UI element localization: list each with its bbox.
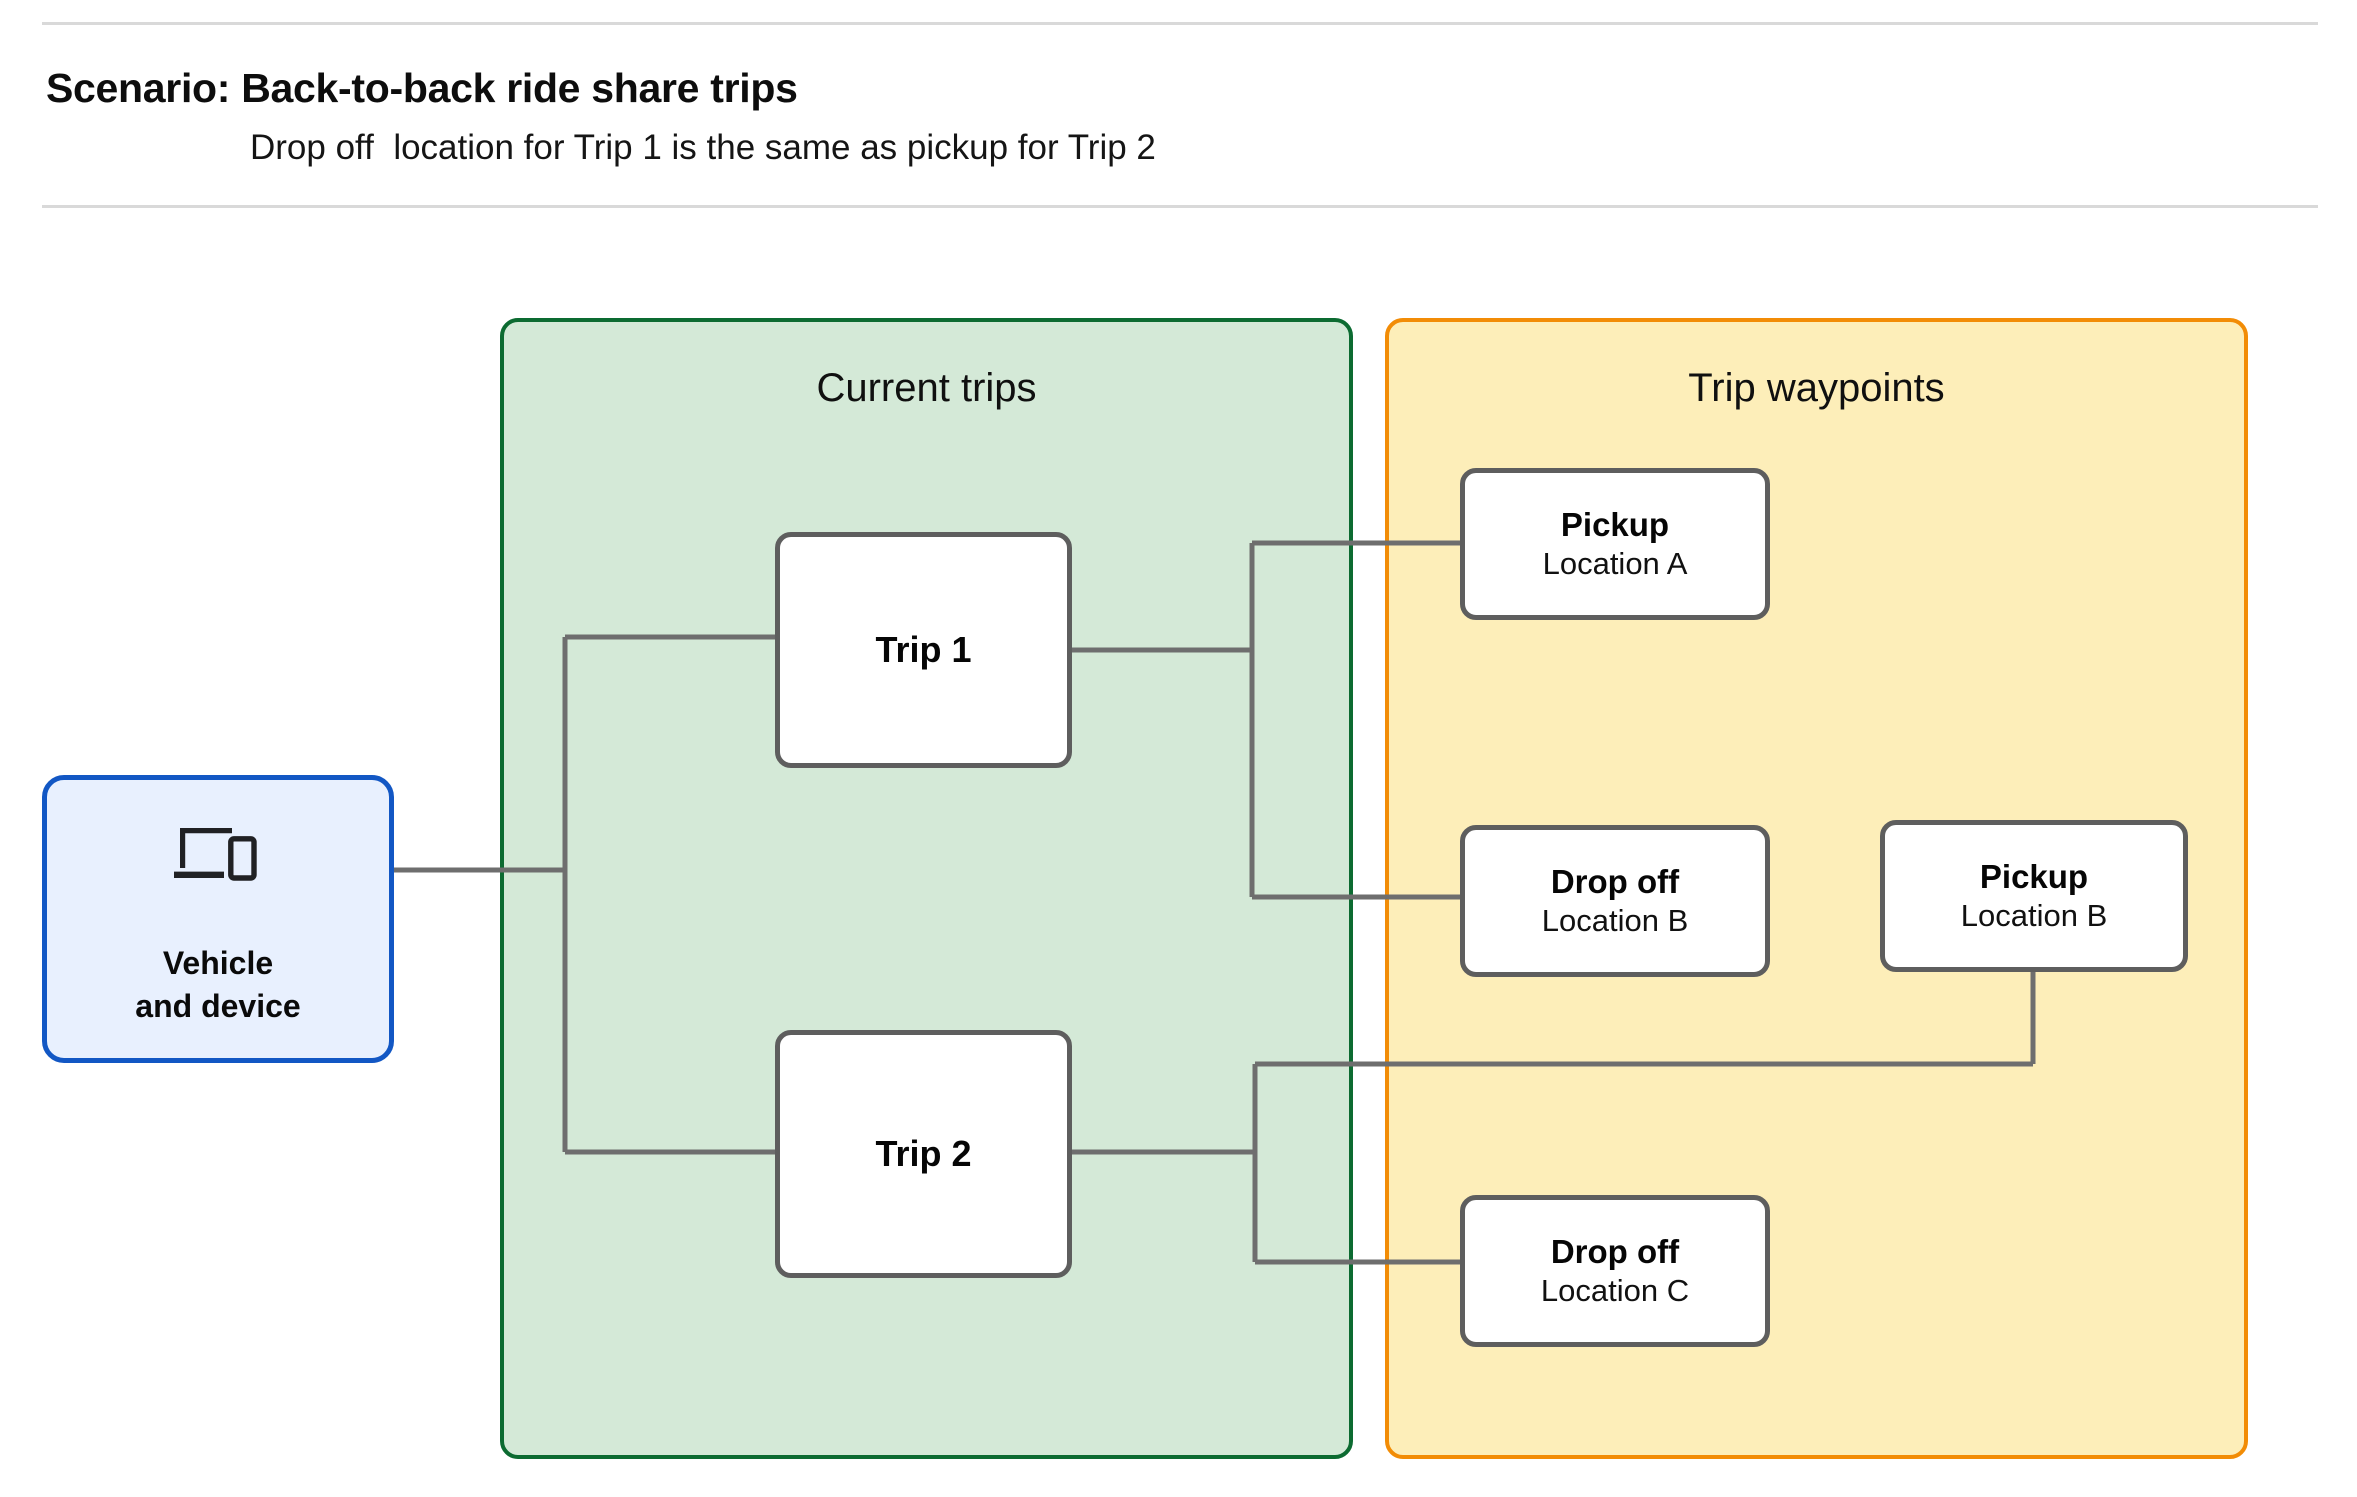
node-pickup-a-location: Location A bbox=[1542, 546, 1688, 582]
node-pickup-location-a[interactable]: Pickup Location A bbox=[1460, 468, 1770, 620]
header-divider-bottom bbox=[42, 205, 2318, 208]
panel-current-trips: Current trips bbox=[500, 318, 1353, 1459]
node-trip-2-label: Trip 2 bbox=[875, 1133, 972, 1175]
page-title: Scenario: Back-to-back ride share trips bbox=[46, 65, 798, 111]
header-divider-top bbox=[42, 22, 2318, 25]
node-vehicle-and-device[interactable]: Vehicle and device bbox=[42, 775, 394, 1063]
node-dropoff-location-c[interactable]: Drop off Location C bbox=[1460, 1195, 1770, 1347]
node-pickup-b-location: Location B bbox=[1960, 898, 2108, 934]
node-pickup-b-type: Pickup bbox=[1979, 857, 2089, 895]
node-trip-2[interactable]: Trip 2 bbox=[775, 1030, 1072, 1278]
node-trip-1[interactable]: Trip 1 bbox=[775, 532, 1072, 768]
node-dropoff-c-type: Drop off bbox=[1550, 1232, 1680, 1270]
devices-icon bbox=[172, 822, 264, 894]
panel-current-trips-title: Current trips bbox=[816, 366, 1037, 410]
page-subtitle: Drop off location for Trip 1 is the same… bbox=[250, 128, 1156, 167]
panel-trip-waypoints-title: Trip waypoints bbox=[1688, 366, 1945, 410]
node-dropoff-c-location: Location C bbox=[1540, 1273, 1690, 1309]
node-pickup-location-b[interactable]: Pickup Location B bbox=[1880, 820, 2188, 972]
node-dropoff-b-type: Drop off bbox=[1550, 862, 1680, 900]
node-trip-1-label: Trip 1 bbox=[875, 629, 972, 671]
node-pickup-a-type: Pickup bbox=[1560, 505, 1670, 543]
node-dropoff-location-b[interactable]: Drop off Location B bbox=[1460, 825, 1770, 977]
node-vehicle-label: Vehicle and device bbox=[135, 945, 301, 1024]
node-dropoff-b-location: Location B bbox=[1541, 903, 1689, 939]
